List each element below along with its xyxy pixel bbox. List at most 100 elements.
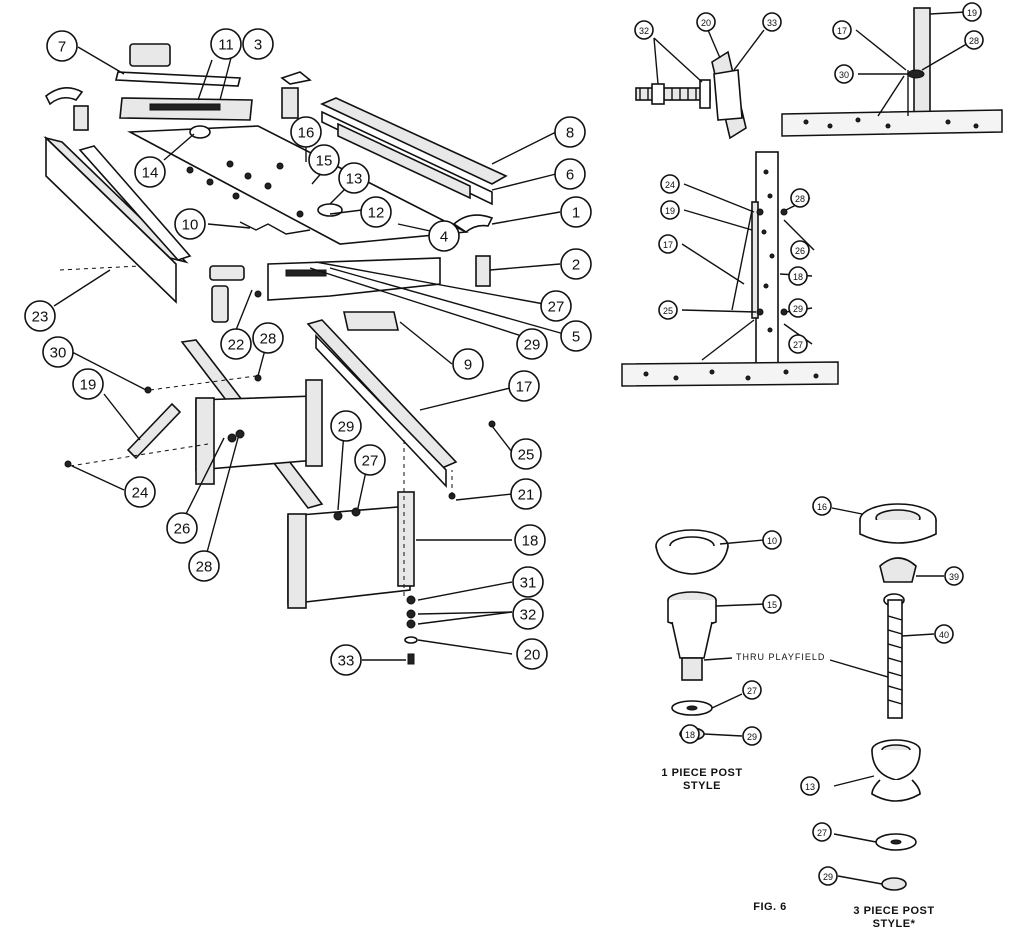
callout-circle: [514, 524, 546, 556]
callout-c31: 31: [512, 566, 544, 598]
part-right-leg-assembly: [287, 491, 415, 609]
callout-d28a: 28: [964, 30, 984, 50]
callout-circle: [962, 2, 982, 22]
callout-number: 19: [665, 206, 675, 216]
callout-number: 16: [298, 125, 315, 142]
callout-circle: [554, 158, 586, 190]
callout-circle: [834, 64, 854, 84]
callout-circle: [510, 438, 542, 470]
callout-c29a: 29: [516, 328, 548, 360]
callout-circle: [762, 12, 782, 32]
callout-circle: [742, 726, 762, 746]
callout-circle: [242, 28, 274, 60]
callout-circle: [658, 234, 678, 254]
callout-circle: [762, 594, 782, 614]
callout-circle: [338, 162, 370, 194]
callout-number: 39: [949, 572, 959, 582]
callout-circle: [188, 550, 220, 582]
callout-number: 27: [747, 686, 757, 696]
callout-circle: [330, 644, 362, 676]
callout-number: 8: [566, 125, 574, 142]
callout-c29b: 29: [330, 410, 362, 442]
callout-d18: 18: [788, 266, 808, 286]
callout-p13: 13: [800, 776, 820, 796]
callout-number: 32: [639, 26, 649, 36]
callout-c5: 5: [560, 320, 592, 352]
callout-number: 21: [518, 487, 535, 504]
callout-circle: [512, 598, 544, 630]
callout-number: 26: [174, 521, 191, 538]
callout-number: 9: [464, 357, 472, 374]
callout-circle: [660, 174, 680, 194]
callout-number: 29: [747, 732, 757, 742]
callout-number: 18: [522, 533, 539, 550]
callout-circle: [124, 476, 156, 508]
part-leveler-stack: [404, 595, 418, 665]
callout-number: 28: [196, 559, 213, 576]
callout-circle: [790, 240, 810, 260]
callout-c6: 6: [554, 158, 586, 190]
callout-c21: 21: [510, 478, 542, 510]
callout-circle: [812, 496, 832, 516]
callout-circle: [508, 370, 540, 402]
callout-c10: 10: [174, 208, 206, 240]
callout-d26: 26: [790, 240, 810, 260]
callout-circle: [24, 300, 56, 332]
callout-c20: 20: [516, 638, 548, 670]
callout-circle: [220, 328, 252, 360]
callout-circle: [360, 196, 392, 228]
callout-circle: [330, 410, 362, 442]
callout-number: 27: [548, 299, 565, 316]
callout-number: 19: [967, 8, 977, 18]
callout-number: 28: [969, 36, 979, 46]
detail-three-piece-post: 3 PIECE POST STYLE* FIG. 6: [753, 503, 944, 930]
part-right-rail: [320, 97, 508, 206]
callout-c4: 4: [428, 220, 460, 252]
callout-c17: 17: [508, 370, 540, 402]
callout-circle: [790, 188, 810, 208]
part-left-rail: [43, 136, 192, 304]
callout-number: 7: [58, 39, 66, 56]
callout-number: 2: [572, 257, 580, 274]
callout-circle: [818, 866, 838, 886]
callout-c25: 25: [510, 438, 542, 470]
callout-number: 30: [50, 345, 67, 362]
callout-c23: 23: [24, 300, 56, 332]
callout-number: 17: [837, 26, 847, 36]
callout-number: 24: [132, 485, 149, 502]
callout-c12: 12: [360, 196, 392, 228]
callout-number: 19: [80, 377, 97, 394]
callout-number: 26: [795, 246, 805, 256]
callout-c19: 19: [72, 368, 104, 400]
callout-number: 28: [260, 331, 277, 348]
callout-c8: 8: [554, 116, 586, 148]
callout-c9: 9: [452, 348, 484, 380]
callout-c3: 3: [242, 28, 274, 60]
callout-circle: [560, 320, 592, 352]
callout-d19a: 19: [962, 2, 982, 22]
callout-c27a: 27: [540, 290, 572, 322]
callout-number: 30: [839, 70, 849, 80]
callout-d17b: 17: [658, 234, 678, 254]
part-left-leg-assembly: [126, 339, 324, 509]
callout-circle: [72, 368, 104, 400]
callout-number: 24: [665, 180, 675, 190]
callout-circle: [634, 20, 654, 40]
callout-d29: 29: [788, 298, 808, 318]
callout-circle: [560, 248, 592, 280]
part-lower-right-rail: [306, 319, 458, 489]
callout-d28b: 28: [790, 188, 810, 208]
callout-c18: 18: [514, 524, 546, 556]
one-piece-caption-line1: 1 PIECE POST: [661, 767, 742, 779]
callout-number: 17: [516, 379, 533, 396]
callout-number: 29: [338, 419, 355, 436]
callout-circle: [516, 638, 548, 670]
one-piece-caption-line2: STYLE: [683, 780, 721, 792]
callout-c15: 15: [308, 144, 340, 176]
callout-number: 10: [767, 536, 777, 546]
callout-circle: [252, 322, 284, 354]
callout-circle: [354, 444, 386, 476]
callout-number: 27: [817, 828, 827, 838]
